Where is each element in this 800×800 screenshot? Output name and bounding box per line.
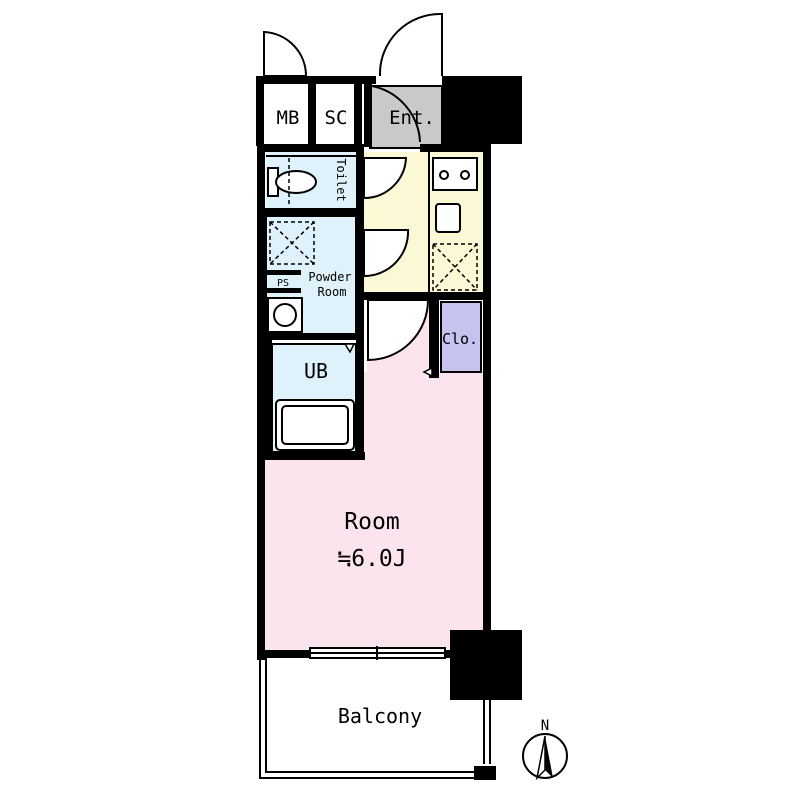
stove-burner	[460, 170, 470, 180]
column-bottom-right	[450, 630, 522, 700]
label-powder-room: Powder	[308, 270, 351, 284]
compass-icon	[522, 733, 568, 781]
door-swing-icon	[263, 12, 443, 77]
label-closet: Clo.	[442, 330, 478, 348]
label-north: N	[541, 718, 549, 734]
label-balcony: Balcony	[338, 704, 422, 728]
bathtub-inner	[281, 405, 349, 445]
label-ps: PS	[277, 278, 289, 289]
label-room-area: ≒6.0J	[337, 546, 406, 572]
label-room: Room	[344, 509, 399, 535]
closet-floor	[441, 302, 481, 372]
column-top-right	[442, 76, 522, 144]
door-marker	[422, 366, 433, 378]
sliding-window	[309, 646, 446, 660]
label-ub: UB	[304, 359, 328, 383]
label-sc: SC	[325, 107, 348, 129]
sink-icon	[435, 203, 461, 233]
washer-space	[269, 221, 315, 265]
label-entrance: Ent.	[389, 107, 435, 129]
fridge-space	[432, 243, 478, 291]
balcony-post	[474, 766, 496, 780]
thin-lines	[265, 85, 482, 453]
label-powder-room-2: Room	[318, 285, 347, 299]
door-swing-icon	[363, 85, 430, 362]
label-toilet: Toilet	[334, 158, 348, 201]
toilet-icon	[267, 167, 317, 197]
walls	[256, 76, 522, 660]
stove-burner	[439, 170, 449, 180]
door-marker	[343, 343, 356, 354]
balcony-rail	[259, 658, 491, 779]
entrance-floor	[370, 86, 442, 148]
bathtub-icon	[275, 399, 355, 451]
label-mb: MB	[277, 107, 300, 129]
washbasin-bowl	[273, 303, 297, 327]
